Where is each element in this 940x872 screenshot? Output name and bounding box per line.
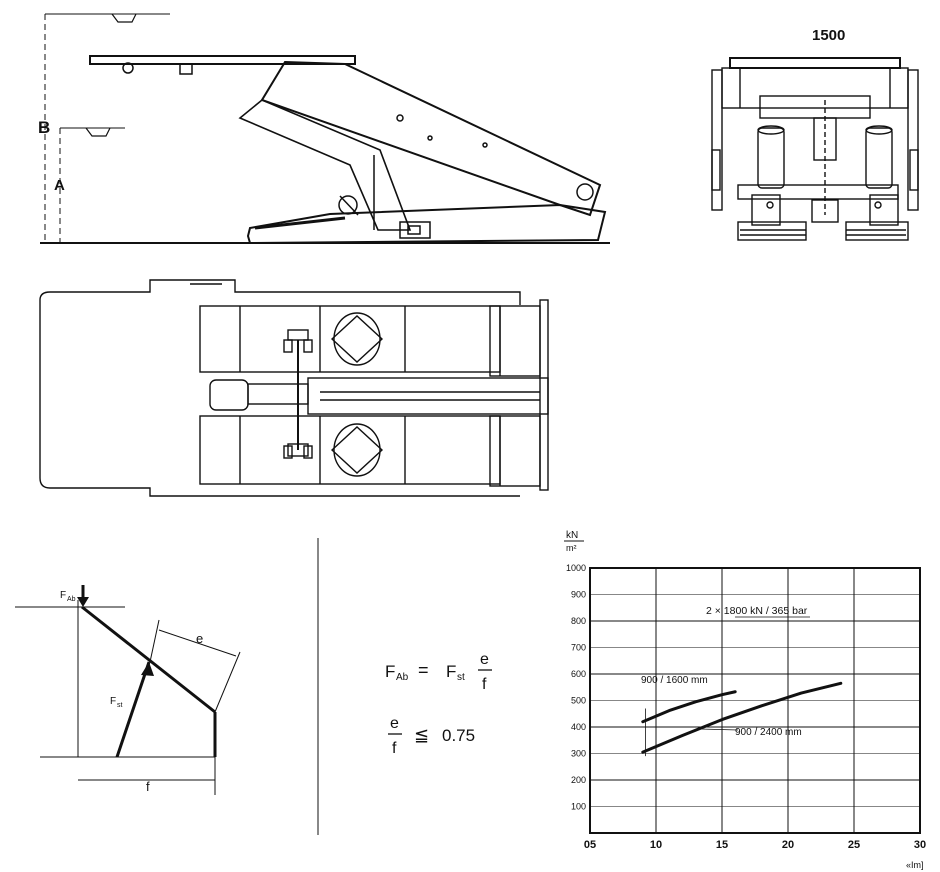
y-axis-ticks: 100 200 300 400 500 600 700 800 900 1000 — [566, 563, 586, 812]
x-axis-ticks: 05 10 15 20 25 30 — [584, 839, 926, 851]
front-width-label: 1500 — [812, 27, 845, 44]
formula-rhs-sub: st — [457, 672, 465, 683]
x-tick-label: 05 — [584, 839, 596, 851]
chart-grid — [589, 567, 921, 834]
series-point-1 — [800, 692, 802, 694]
formula-den: f — [482, 676, 487, 693]
formula-num: e — [480, 651, 489, 668]
y-tick-label: 500 — [571, 696, 586, 706]
chart-series — [641, 663, 843, 757]
force-diagram — [15, 585, 241, 795]
series-point-1 — [642, 751, 644, 753]
y-tick-label: 100 — [571, 802, 586, 812]
force-strut-label: F — [110, 696, 116, 707]
formula-lhs-f: F — [385, 662, 395, 681]
series-label-900-2400: 900 / 2400 mm — [735, 727, 802, 738]
y-tick-label: 200 — [571, 775, 586, 785]
unit-numerator: kN — [566, 530, 578, 541]
series-point-0 — [668, 709, 670, 712]
force-f-label: f — [146, 779, 150, 794]
series-point-1 — [681, 734, 684, 737]
x-tick-label: 20 — [782, 839, 794, 851]
formula-rhs-f: F — [446, 662, 456, 681]
front-view-drawing — [711, 57, 919, 241]
force-strut-sub: st — [117, 702, 123, 709]
dim-a-label: A — [54, 177, 65, 194]
side-view-drawing — [40, 13, 610, 245]
unit-denominator: m² — [566, 543, 577, 553]
force-top-label: F — [60, 590, 66, 601]
y-tick-label: 1000 — [566, 563, 586, 573]
x-tick-label: 15 — [716, 839, 728, 851]
series-line-1 — [641, 681, 843, 754]
series-point-0 — [694, 701, 697, 703]
force-e-label: e — [196, 631, 203, 646]
ratio-den: f — [392, 740, 397, 757]
ratio-num: e — [390, 715, 399, 732]
y-tick-label: 700 — [571, 643, 586, 653]
formula-equals: = — [418, 660, 429, 680]
force-top-sub: Ab — [67, 596, 76, 603]
pressure-chart: kN m² 100 200 300 400 500 600 700 800 900 1000 05… — [564, 530, 926, 851]
ratio-limit: 0.75 — [442, 726, 475, 745]
y-tick-label: 900 — [571, 590, 586, 600]
x-tick-label: 25 — [848, 839, 860, 851]
x-tick-label: 10 — [650, 839, 662, 851]
y-tick-label: 400 — [571, 722, 586, 732]
dim-b-label: B — [38, 118, 50, 137]
series-point-0 — [734, 690, 736, 693]
chart-annotation: 2 × 1800 kN / 365 bar — [706, 605, 808, 617]
series-point-1 — [840, 682, 842, 685]
y-tick-label: 300 — [571, 749, 586, 759]
y-tick-label: 800 — [571, 616, 586, 626]
footer-code: «Im] — [906, 860, 924, 870]
x-tick-label: 30 — [914, 839, 926, 851]
series-label-900-1600: 900 / 1600 mm — [641, 675, 708, 686]
series-point-1 — [760, 705, 763, 707]
series-point-0 — [642, 720, 644, 723]
plan-view-drawing — [39, 279, 549, 497]
y-tick-label: 600 — [571, 669, 586, 679]
formula-block: F Ab = F st e f e f ≦ 0.75 — [385, 651, 492, 757]
series-line-0 — [641, 690, 737, 724]
formula-lhs-sub: Ab — [396, 672, 409, 683]
ratio-leq: ≦ — [414, 725, 429, 745]
